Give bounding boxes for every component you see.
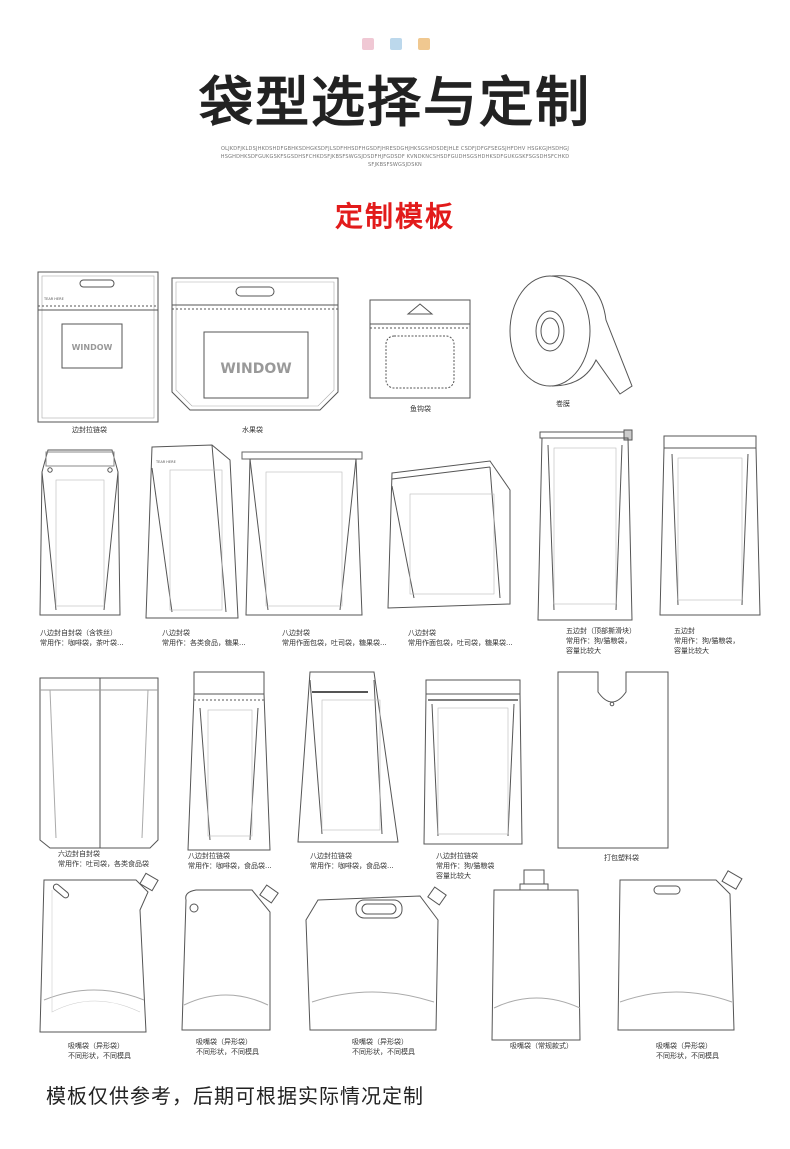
bag-8side-b (241, 451, 363, 616)
label-r3-0b: 常用作：吐司袋，各类食品袋 (58, 860, 149, 868)
accent-dot-orange (418, 38, 430, 50)
spout-pouch-regular (491, 869, 581, 1041)
spout-pouch-1 (39, 872, 159, 1033)
label-r2-0a: 八边封自封袋（含铁丝） (40, 629, 117, 637)
decorative-subtext: OLJKDFJKLDSJHKDSHDFGBHKSDHGKSDFJLSDFHHSD… (220, 146, 570, 168)
bag-fishhook (369, 299, 471, 399)
label-r4-2b: 不同形状，不同模具 (352, 1048, 415, 1056)
template-gallery: TEAR HERE WINDOW WINDOW T (0, 260, 790, 1070)
footer-note: 模板仅供参考，后期可根据实际情况定制 (46, 1084, 424, 1108)
label-r3-3a: 八边封拉链袋 (436, 852, 478, 860)
label-r2-2b: 常用作面包袋，吐司袋，糖果袋... (282, 639, 387, 647)
label-r3-4: 打包塑料袋 (604, 854, 639, 862)
bag-5side-slider (537, 429, 633, 621)
spout-pouch-2 (181, 884, 279, 1031)
label-r4-3: 吸嘴袋（常规款式） (510, 1042, 573, 1050)
accent-dots (362, 38, 430, 50)
label-r4-2a: 吸嘴袋（异形袋） (352, 1038, 408, 1046)
label-r2-0b: 常用作：咖啡袋，茶叶袋... (40, 639, 124, 647)
window-text-2: WINDOW (220, 361, 291, 377)
label-r4-1a: 吸嘴袋（异形袋） (196, 1038, 252, 1046)
label-r3-1b: 常用作：咖啡袋，食品袋... (188, 862, 272, 870)
label-r4-4b: 不同形状，不同模具 (656, 1052, 719, 1060)
label-r2-3a: 八边封袋 (408, 629, 436, 637)
film-roll (509, 275, 633, 395)
label-r2-2a: 八边封袋 (282, 629, 310, 637)
label-r2-4b: 常用作：狗/猫粮袋， (566, 637, 632, 645)
label-r2-3b: 常用作面包袋，吐司袋，糖果袋... (408, 639, 513, 647)
accent-dot-pink (362, 38, 374, 50)
bag-6side-zipper (39, 677, 159, 849)
bag-8side-zipper-c (423, 679, 523, 845)
label-fishhook-bag: 鱼钩袋 (410, 405, 431, 413)
bag-8side-tintie (39, 449, 121, 616)
label-r3-2b: 常用作：咖啡袋，食品袋... (310, 862, 394, 870)
label-r2-5c: 容量比较大 (674, 647, 709, 655)
label-r3-3c: 容量比较大 (436, 872, 471, 880)
window-text-1: WINDOW (72, 343, 113, 352)
label-r4-1b: 不同形状，不同模具 (196, 1048, 259, 1056)
label-r4-0a: 吸嘴袋（异形袋） (68, 1042, 124, 1050)
plastic-bag (557, 671, 669, 849)
label-r3-0a: 六边封自封袋 (58, 850, 100, 858)
page-title: 袋型选择与定制 (199, 71, 591, 134)
bag-8side-a: TEAR HERE (145, 444, 239, 619)
spout-pouch-3 (305, 886, 447, 1031)
spout-pouch-4 (617, 870, 743, 1031)
tear-text: TEAR HERE (43, 297, 64, 301)
bag-5side (659, 435, 761, 616)
bag-8side-zipper-b (297, 671, 399, 843)
label-r3-3b: 常用作：狗/猫粮袋 (436, 862, 495, 870)
bag-8side-c (387, 460, 511, 609)
label-r4-4a: 吸嘴袋（异形袋） (656, 1042, 712, 1050)
bag-drawings: TEAR HERE WINDOW WINDOW T (37, 271, 761, 1041)
bag-8side-zipper-a (187, 671, 271, 851)
bag-fruit: WINDOW (171, 277, 339, 411)
label-r4-0b: 不同形状，不同模具 (68, 1052, 131, 1060)
accent-dot-blue (390, 38, 402, 50)
label-side-seal-zipper: 边封拉链袋 (72, 426, 107, 434)
bag-side-seal-zipper: TEAR HERE WINDOW (37, 271, 159, 423)
label-r2-5b: 常用作：狗/猫粮袋， (674, 637, 740, 645)
label-r2-1a: 八边封袋 (162, 629, 190, 637)
label-film-roll: 卷膜 (556, 400, 570, 408)
section-title: 定制模板 (334, 200, 455, 233)
label-r2-5a: 五边封 (674, 627, 695, 635)
label-r3-2a: 八边封拉链袋 (310, 852, 352, 860)
label-r2-4c: 容量比较大 (566, 647, 601, 655)
label-r3-1a: 八边封拉链袋 (188, 852, 230, 860)
tear-text-2: TEAR HERE (155, 460, 176, 464)
label-r2-4a: 五边封（顶部撕滑块） (566, 627, 636, 635)
label-r2-1b: 常用作：各类食品，糖果... (162, 639, 246, 647)
label-fruit-bag: 水果袋 (242, 426, 263, 434)
